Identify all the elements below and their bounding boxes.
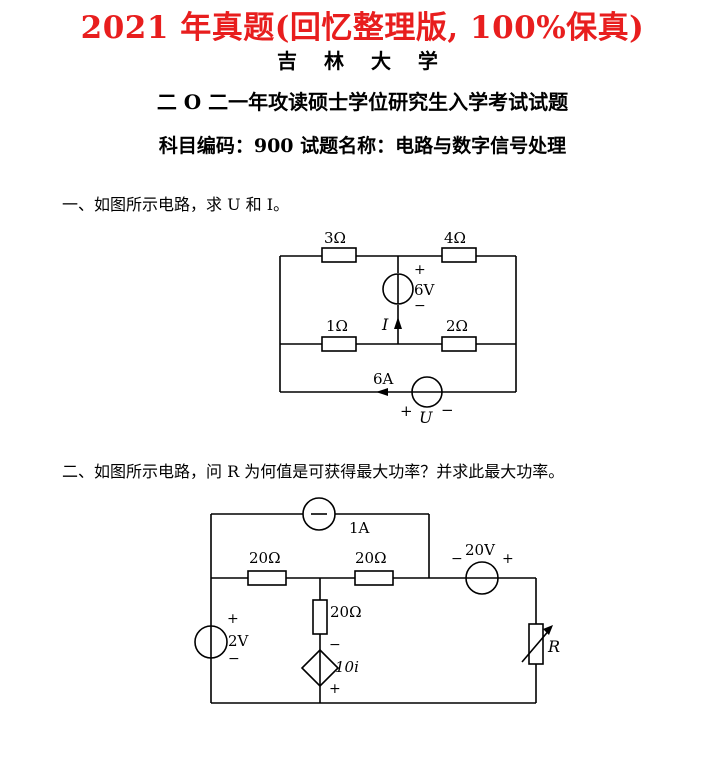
school-name: 吉 林 大 学 — [277, 49, 448, 73]
vsrc-plus: + — [414, 262, 426, 278]
exam-title: 二 O 二一年攻读硕士学位研究生入学考试试题 — [156, 90, 569, 114]
resistor-20ohm-vertical — [312, 599, 328, 635]
label-1ohm: 1Ω — [326, 317, 348, 335]
resistor-1ohm — [321, 336, 357, 352]
variable-resistor-r — [528, 623, 544, 665]
question-2-text: 二、如图所示电路，问 R 为何值是可获得最大功率？并求此最大功率。 — [62, 462, 565, 481]
u-minus: − — [441, 401, 454, 419]
resistor-3ohm — [321, 247, 357, 263]
variable-resistor-arrowhead — [543, 625, 553, 635]
u-plus: + — [400, 402, 413, 420]
load-r-label: R — [548, 637, 561, 656]
label-20ohm-mid: 20Ω — [355, 549, 387, 567]
resistor-20ohm-mid — [354, 570, 394, 586]
current-source-arrow — [376, 388, 388, 396]
vsrc-2v-minus: − — [228, 651, 240, 667]
resistor-2ohm — [441, 336, 477, 352]
dep-10i-label: 10i — [335, 658, 359, 676]
dep-plus: + — [329, 681, 341, 697]
u-label: U — [419, 408, 433, 427]
isrc-1a-label: 1A — [349, 519, 370, 537]
label-20ohm-vertical: 20Ω — [330, 603, 362, 621]
vsrc-minus: − — [414, 298, 426, 314]
question-1-text: 一、如图所示电路，求 U 和 I。 — [62, 195, 290, 214]
label-3ohm: 3Ω — [324, 229, 346, 247]
subject-line: 科目编码：900 试题名称：电路与数字信号处理 — [158, 135, 567, 157]
resistor-4ohm — [441, 247, 477, 263]
label-20ohm-left: 20Ω — [249, 549, 281, 567]
resistor-20ohm-left — [247, 570, 287, 586]
vsrc-2v-plus: + — [227, 611, 239, 627]
label-2ohm: 2Ω — [446, 317, 468, 335]
dep-minus: − — [329, 637, 341, 653]
current-i-label: I — [382, 315, 389, 334]
vsrc-20v-minus: − — [451, 551, 463, 567]
vsrc-20v-label: 20V — [465, 541, 495, 559]
isrc-6a-label: 6A — [373, 370, 394, 388]
current-i-arrow — [394, 317, 402, 329]
vsrc-20v-plus: + — [502, 551, 514, 567]
vsrc-2v-label: 2V — [228, 632, 249, 650]
label-4ohm: 4Ω — [444, 229, 466, 247]
vsrc-6v-label: 6V — [414, 281, 435, 299]
page-title: 2021 年真题(回忆整理版, 100%保真) — [80, 10, 645, 46]
